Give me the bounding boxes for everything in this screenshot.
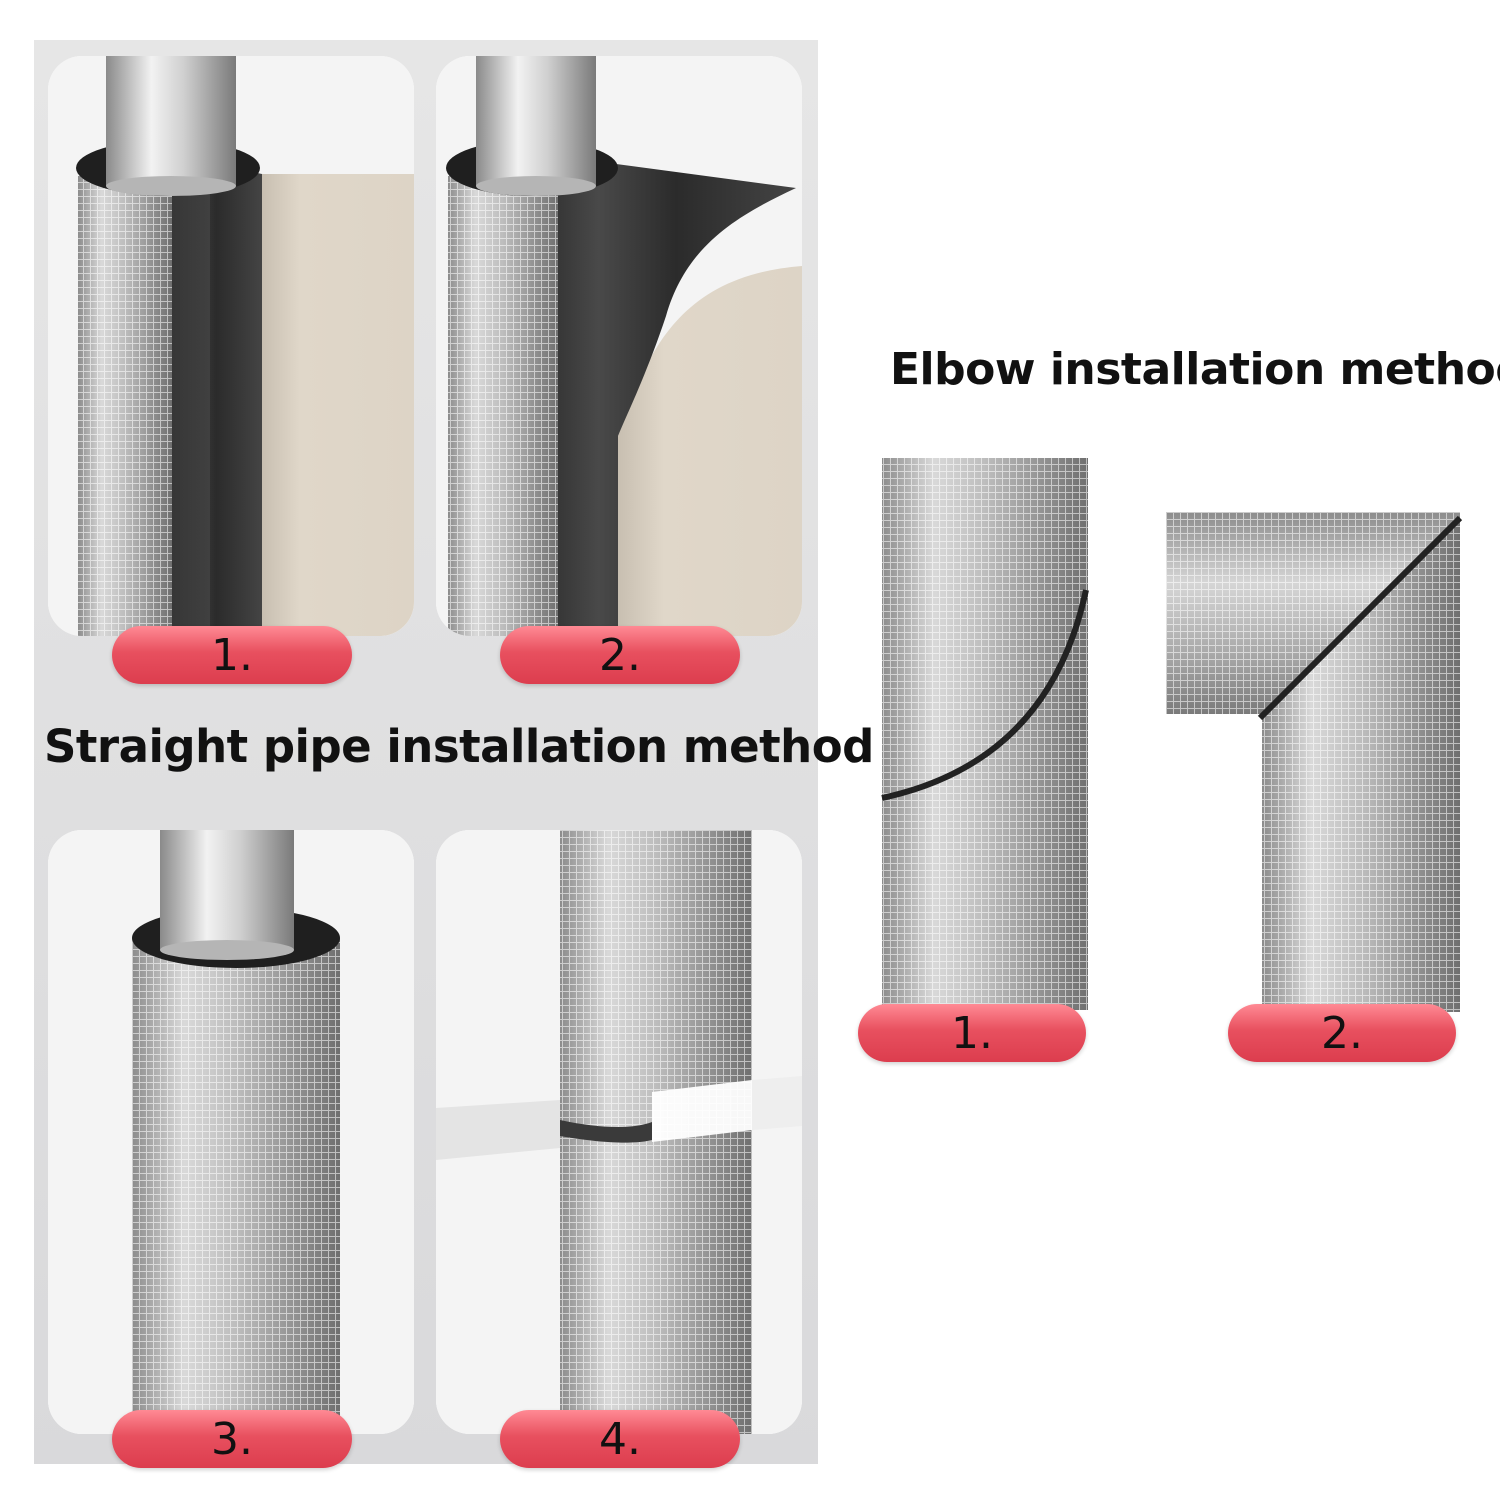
elbow-step-badge-2: 2. bbox=[1228, 1004, 1456, 1062]
step-card-2 bbox=[436, 56, 802, 636]
foam-sheet-unrolled-illustration bbox=[48, 56, 414, 636]
step-badge-3: 3. bbox=[112, 1410, 352, 1468]
cut-line bbox=[881, 589, 1089, 801]
step-card-4 bbox=[436, 830, 802, 1434]
elbow-title: Elbow installation method bbox=[890, 344, 1500, 395]
pipe-wrapped-illustration bbox=[48, 830, 414, 1434]
elbow-joined-illustration bbox=[1166, 512, 1463, 1012]
miter-joint-line bbox=[1257, 515, 1463, 721]
elbow-step-badge-1: 1. bbox=[858, 1004, 1086, 1062]
step-badge-1: 1. bbox=[112, 626, 352, 684]
seam-taped-illustration bbox=[436, 830, 802, 1434]
backing-peeled-illustration bbox=[436, 56, 802, 636]
step-card-3 bbox=[48, 830, 414, 1434]
step-badge-4: 4. bbox=[500, 1410, 740, 1468]
step-card-1 bbox=[48, 56, 414, 636]
straight-pipe-title: Straight pipe installation method bbox=[44, 720, 874, 773]
elbow-cut-pipe-illustration bbox=[881, 458, 1089, 1010]
step-badge-2: 2. bbox=[500, 626, 740, 684]
